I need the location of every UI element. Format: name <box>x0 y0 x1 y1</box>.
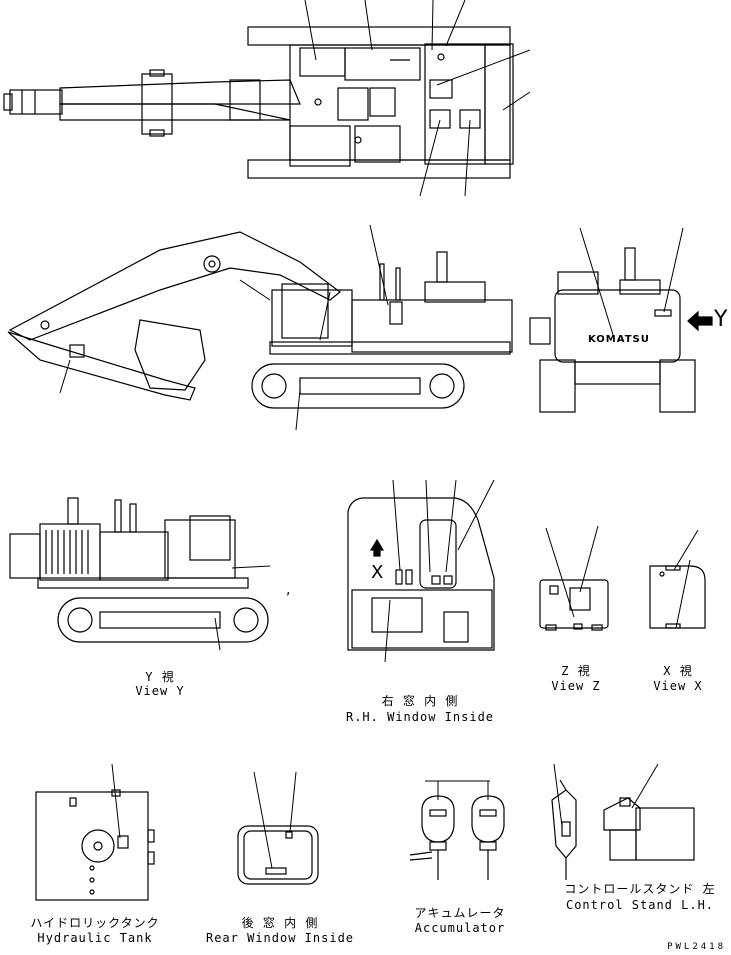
accumulator-drawing <box>409 795 505 880</box>
hydraulic-tank-caption-jp: ハイドロリックタンク <box>30 916 160 930</box>
view-z-drawing <box>539 579 609 631</box>
top-view-callouts <box>304 0 531 197</box>
view-y-caption-en: View Y <box>135 684 185 698</box>
view-x-caption-en: View X <box>653 679 703 693</box>
view-x-caption-jp: X 視 <box>663 664 693 678</box>
rh-window-callouts <box>384 479 495 663</box>
hydraulic-tank-drawing <box>35 789 155 901</box>
accumulator-caption-en: Accumulator <box>414 921 506 935</box>
accumulator-callouts <box>425 780 490 800</box>
control-stand-callouts <box>553 763 659 827</box>
control-stand-drawing <box>551 779 695 880</box>
stray-mark: , <box>286 582 291 598</box>
drawing-code: PWL2418 <box>667 942 726 952</box>
view-x-marker: X <box>371 562 384 583</box>
control-stand-caption-jp: コントロールスタンド 左 <box>564 882 716 896</box>
brand-logo-text: KOMATSU <box>588 334 650 345</box>
view-y-drawing <box>9 497 269 643</box>
view-y-marker: Y <box>714 307 728 332</box>
rear-window-callouts <box>253 771 297 869</box>
rear-view <box>529 247 696 413</box>
rh-window-drawing <box>347 497 495 651</box>
view-z-caption-jp: Z 視 <box>561 664 591 678</box>
rear-window-drawing <box>237 825 319 885</box>
hydraulic-tank-caption-en: Hydraulic Tank <box>37 931 153 945</box>
view-x-callouts <box>673 529 699 629</box>
rear-window-caption-jp: 後 窓 内 側 <box>241 916 319 930</box>
view-z-caption-en: View Z <box>551 679 601 693</box>
view-y-caption-jp: Y 視 <box>145 670 175 684</box>
view-y-arrow <box>687 310 713 332</box>
side-view <box>7 231 513 409</box>
top-view <box>3 26 514 179</box>
accumulator-caption-jp: アキュムレータ <box>414 906 506 920</box>
rh-window-caption-jp: 右 窓 内 側 <box>381 694 459 708</box>
view-z-callouts <box>545 525 599 618</box>
rear-window-caption-en: Rear Window Inside <box>205 931 355 945</box>
rh-window-caption-en: R.H. Window Inside <box>345 710 495 724</box>
control-stand-caption-en: Control Stand L.H. <box>565 898 715 912</box>
view-y-callouts <box>214 565 271 651</box>
view-x-drawing <box>649 565 706 629</box>
rear-view-callouts <box>579 227 684 339</box>
hydraulic-tank-callouts <box>111 763 121 839</box>
side-view-callouts <box>59 224 389 431</box>
